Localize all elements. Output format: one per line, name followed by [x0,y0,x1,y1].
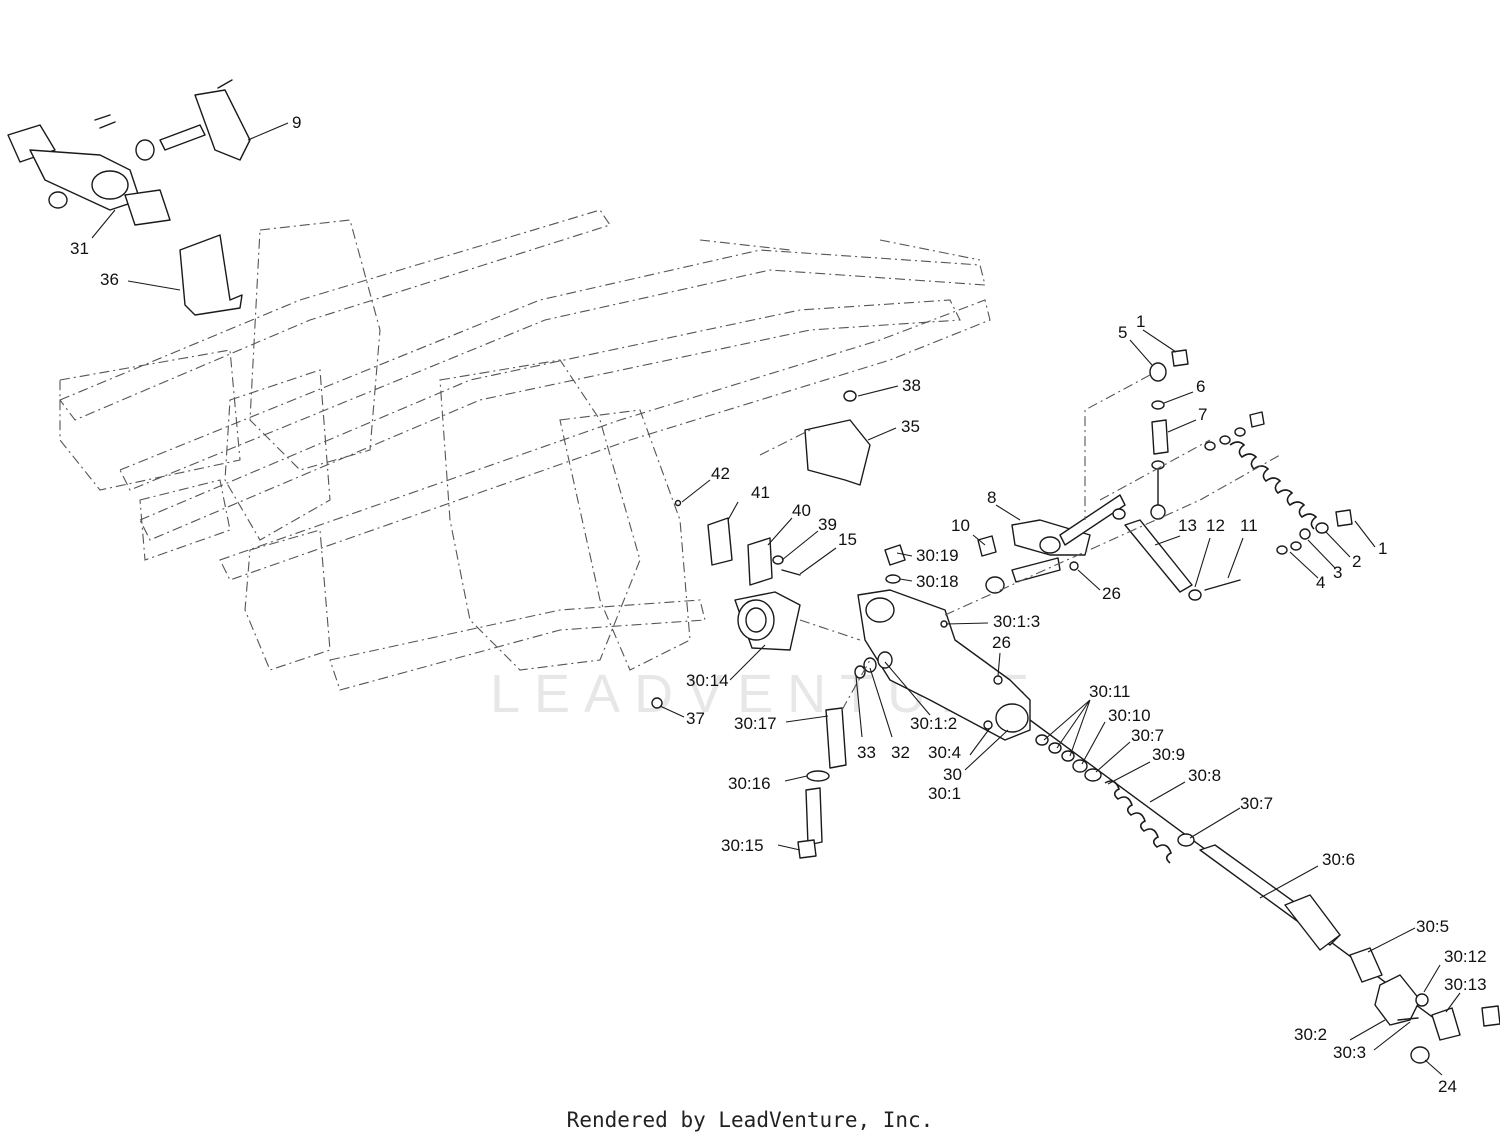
damper-13 [1112,508,1241,601]
frame-phantom [59,209,991,691]
callout-30-15: 30:15 [721,836,764,855]
callout-30-3: 30:3 [1333,1043,1366,1062]
callout-3: 3 [1333,563,1342,582]
callout-30-13: 30:13 [1444,975,1487,994]
pin-stack-30-15 [797,707,847,859]
callout-30-6: 30:6 [1322,850,1355,869]
clamp-parts-41-40 [674,499,801,586]
callout-8: 8 [987,488,996,507]
linkage-phantom [759,374,1281,711]
adjust-rod-30-6 [1029,719,1500,1064]
pivot-assembly-31 [7,79,251,226]
callout-41: 41 [751,483,770,502]
callout-30-19: 30:19 [916,546,959,565]
callout-30-10: 30:10 [1108,706,1151,725]
callout-30-9: 30:9 [1152,745,1185,764]
callout-31: 31 [70,239,89,258]
callout-30-1-2: 30:1:2 [910,714,957,733]
callout-39: 39 [818,515,837,534]
callout-35: 35 [901,417,920,436]
render-credit: Rendered by LeadVenture, Inc. [566,1108,934,1132]
mount-30-14 [651,591,801,709]
callout-30-14: 30:14 [686,671,729,690]
rod-assembly-5-7 [1149,349,1189,520]
callout-5: 5 [1118,323,1127,342]
bracket-36 [179,234,243,316]
callout-7: 7 [1198,405,1207,424]
callout-2: 2 [1352,552,1361,571]
callout-1-top: 1 [1136,312,1145,331]
callout-30-7-upper: 30:7 [1131,726,1164,745]
callout-30-2: 30:2 [1294,1025,1327,1044]
callout-1-right: 1 [1378,539,1387,558]
callout-33: 33 [857,743,876,762]
guard-35 [804,390,871,486]
callout-42: 42 [711,464,730,483]
callout-40: 40 [792,501,811,520]
callout-6: 6 [1196,377,1205,396]
pivot-housing-30 [854,544,1031,741]
callout-30-1: 30:1 [928,784,961,803]
callout-11: 11 [1240,516,1258,535]
callout-30-11: 30:11 [1089,682,1130,701]
callout-36: 36 [100,270,119,289]
callout-30-16: 30:16 [728,774,771,793]
callout-26-upper: 26 [1102,584,1121,603]
callout-30-5: 30:5 [1416,917,1449,936]
callout-4: 4 [1316,573,1325,592]
callout-24: 24 [1438,1077,1457,1096]
callout-26-lower: 26 [992,633,1011,652]
callout-30: 30 [943,765,962,784]
extension-spring [1204,411,1353,555]
callout-15: 15 [838,530,857,549]
callout-30-1-3: 30:1:3 [993,612,1040,631]
callout-38: 38 [902,376,921,395]
callout-30-7-lower: 30:7 [1240,794,1273,813]
callout-13: 13 [1178,516,1197,535]
leader-lines [91,122,1461,1076]
callout-9: 9 [292,113,301,132]
callout-30-4: 30:4 [928,743,961,762]
callout-30-12: 30:12 [1444,947,1487,966]
callout-10: 10 [951,516,970,535]
callout-labels: 1 5 6 7 8 9 10 13 12 11 26 1 2 3 4 31 36… [70,113,1487,1096]
lever-8-linkage [977,494,1126,594]
callout-37: 37 [686,709,705,728]
callout-12: 12 [1206,516,1225,535]
callout-30-17: 30:17 [734,714,777,733]
callout-32: 32 [891,743,910,762]
callout-30-8: 30:8 [1188,766,1221,785]
callout-30-18: 30:18 [916,572,959,591]
